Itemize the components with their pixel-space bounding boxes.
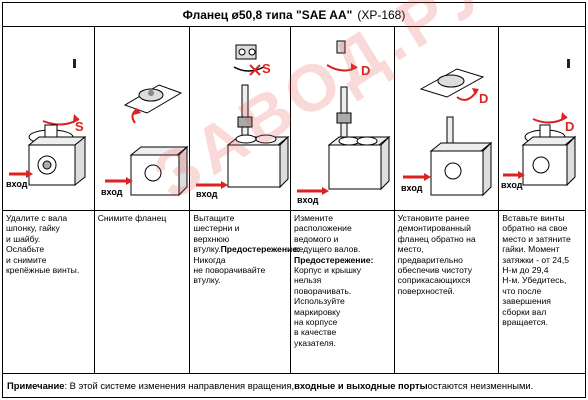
step-6-inlet-label: вход bbox=[501, 180, 523, 190]
title-code: (XP-168) bbox=[357, 7, 406, 22]
step-1: S вход Удалите с вала шпонку, гайку и ша… bbox=[3, 27, 95, 373]
step-2: вход Снимите фланец bbox=[94, 27, 191, 373]
step-3-text: Вытащите шестерни и верхнюю втулку.Предо… bbox=[193, 213, 300, 286]
step-6-text: Вставьте винты обратно на свое место и з… bbox=[502, 213, 571, 328]
step-5-inlet-label: вход bbox=[401, 183, 423, 193]
note-text-2: остаются неизменными. bbox=[427, 380, 534, 391]
step-4-rotation-label: D bbox=[361, 63, 370, 78]
step-2-text: Снимите фланец bbox=[97, 213, 167, 223]
step-6: D вход Вставьте винты обратно на свое ме… bbox=[499, 27, 585, 373]
step-4-warning-label: Предостережение: bbox=[294, 254, 374, 265]
step-4-text: Измените расположение ведомого и ведущег… bbox=[294, 213, 374, 348]
step-4-illustration: D вход bbox=[291, 27, 394, 211]
step-4-inlet-label: вход bbox=[297, 195, 319, 205]
footer-note: Примечание: В этой системе изменения нап… bbox=[3, 373, 585, 397]
step-1-inlet-label: вход bbox=[6, 179, 28, 189]
step-4: D вход Измените расположение ведомого и … bbox=[291, 27, 395, 373]
step-1-text: Удалите с вала шпонку, гайку и шайбу. Ос… bbox=[6, 213, 80, 276]
step-3-warning-label: Предостережение: bbox=[220, 244, 300, 255]
step-1-illustration: S вход bbox=[3, 27, 94, 211]
page-title: Фланец ø50,8 типа "SAE AA" (XP-168) bbox=[3, 3, 585, 27]
step-1-rotation-label: S bbox=[75, 119, 84, 134]
step-3: S вход Вытащите шестерни и верхнюю втулк… bbox=[190, 27, 300, 373]
step-6-illustration: D вход bbox=[499, 27, 585, 211]
step-5-text: Установите ранее демонтированный фланец … bbox=[397, 213, 476, 296]
step-3-illustration: S вход bbox=[190, 27, 291, 211]
steps-grid: S вход Удалите с вала шпонку, гайку и ша… bbox=[3, 27, 585, 373]
step-5-rotation-label: D bbox=[479, 91, 488, 106]
step-5-illustration: D вход bbox=[394, 27, 499, 211]
note-text-1: : В этой системе изменения направления в… bbox=[64, 380, 295, 391]
step-3-inlet-label: вход bbox=[196, 189, 218, 199]
title-text: Фланец ø50,8 типа "SAE AA" bbox=[182, 7, 353, 22]
step-2-inlet-label: вход bbox=[101, 187, 123, 197]
note-bold: входные и выходные порты bbox=[294, 380, 428, 391]
step-6-rotation-label: D bbox=[565, 119, 574, 134]
note-label: Примечание bbox=[7, 380, 65, 391]
step-5: D вход Установите ранее демонтированный … bbox=[394, 27, 500, 373]
step-3-rotation-label: S bbox=[262, 61, 271, 76]
step-2-illustration: вход bbox=[94, 27, 190, 211]
